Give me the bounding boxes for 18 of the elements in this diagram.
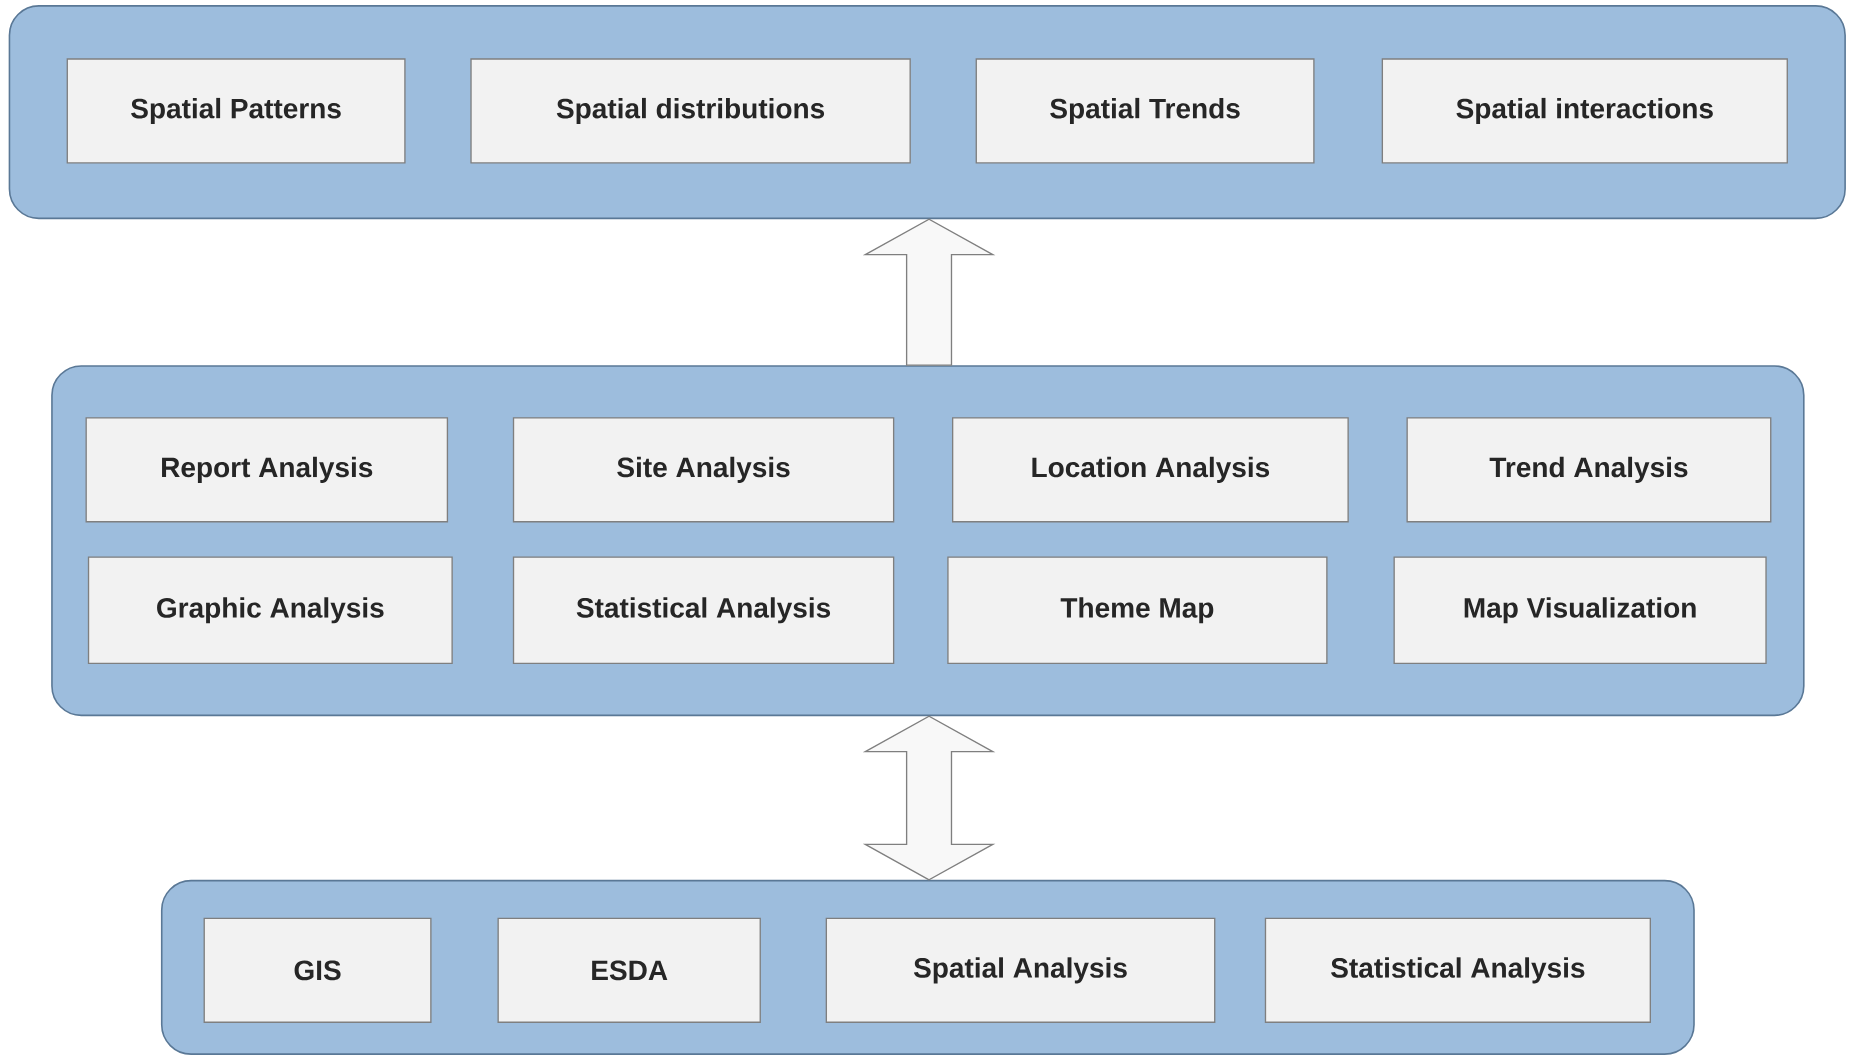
item-box: Spatial Trends (975, 58, 1315, 164)
item-box: Map Visualization (1393, 556, 1767, 664)
item-box: Spatial Analysis (825, 917, 1216, 1023)
item-box: Location Analysis (952, 417, 1349, 523)
block-arrow (862, 218, 996, 366)
item-box: Spatial Patterns (66, 58, 406, 164)
item-box: Statistical Analysis (512, 556, 895, 664)
item-box: ESDA (497, 917, 761, 1023)
item-box: Statistical Analysis (1264, 917, 1651, 1023)
item-box: Spatial distributions (470, 58, 911, 164)
item-box: Theme Map (947, 556, 1328, 664)
item-box: Spatial interactions (1381, 58, 1788, 164)
item-box: Site Analysis (512, 417, 895, 523)
item-box: Report Analysis (85, 417, 449, 523)
item-box: Graphic Analysis (87, 556, 453, 664)
item-box: Trend Analysis (1406, 417, 1772, 523)
block-arrow (862, 715, 996, 881)
item-box: GIS (203, 917, 432, 1023)
